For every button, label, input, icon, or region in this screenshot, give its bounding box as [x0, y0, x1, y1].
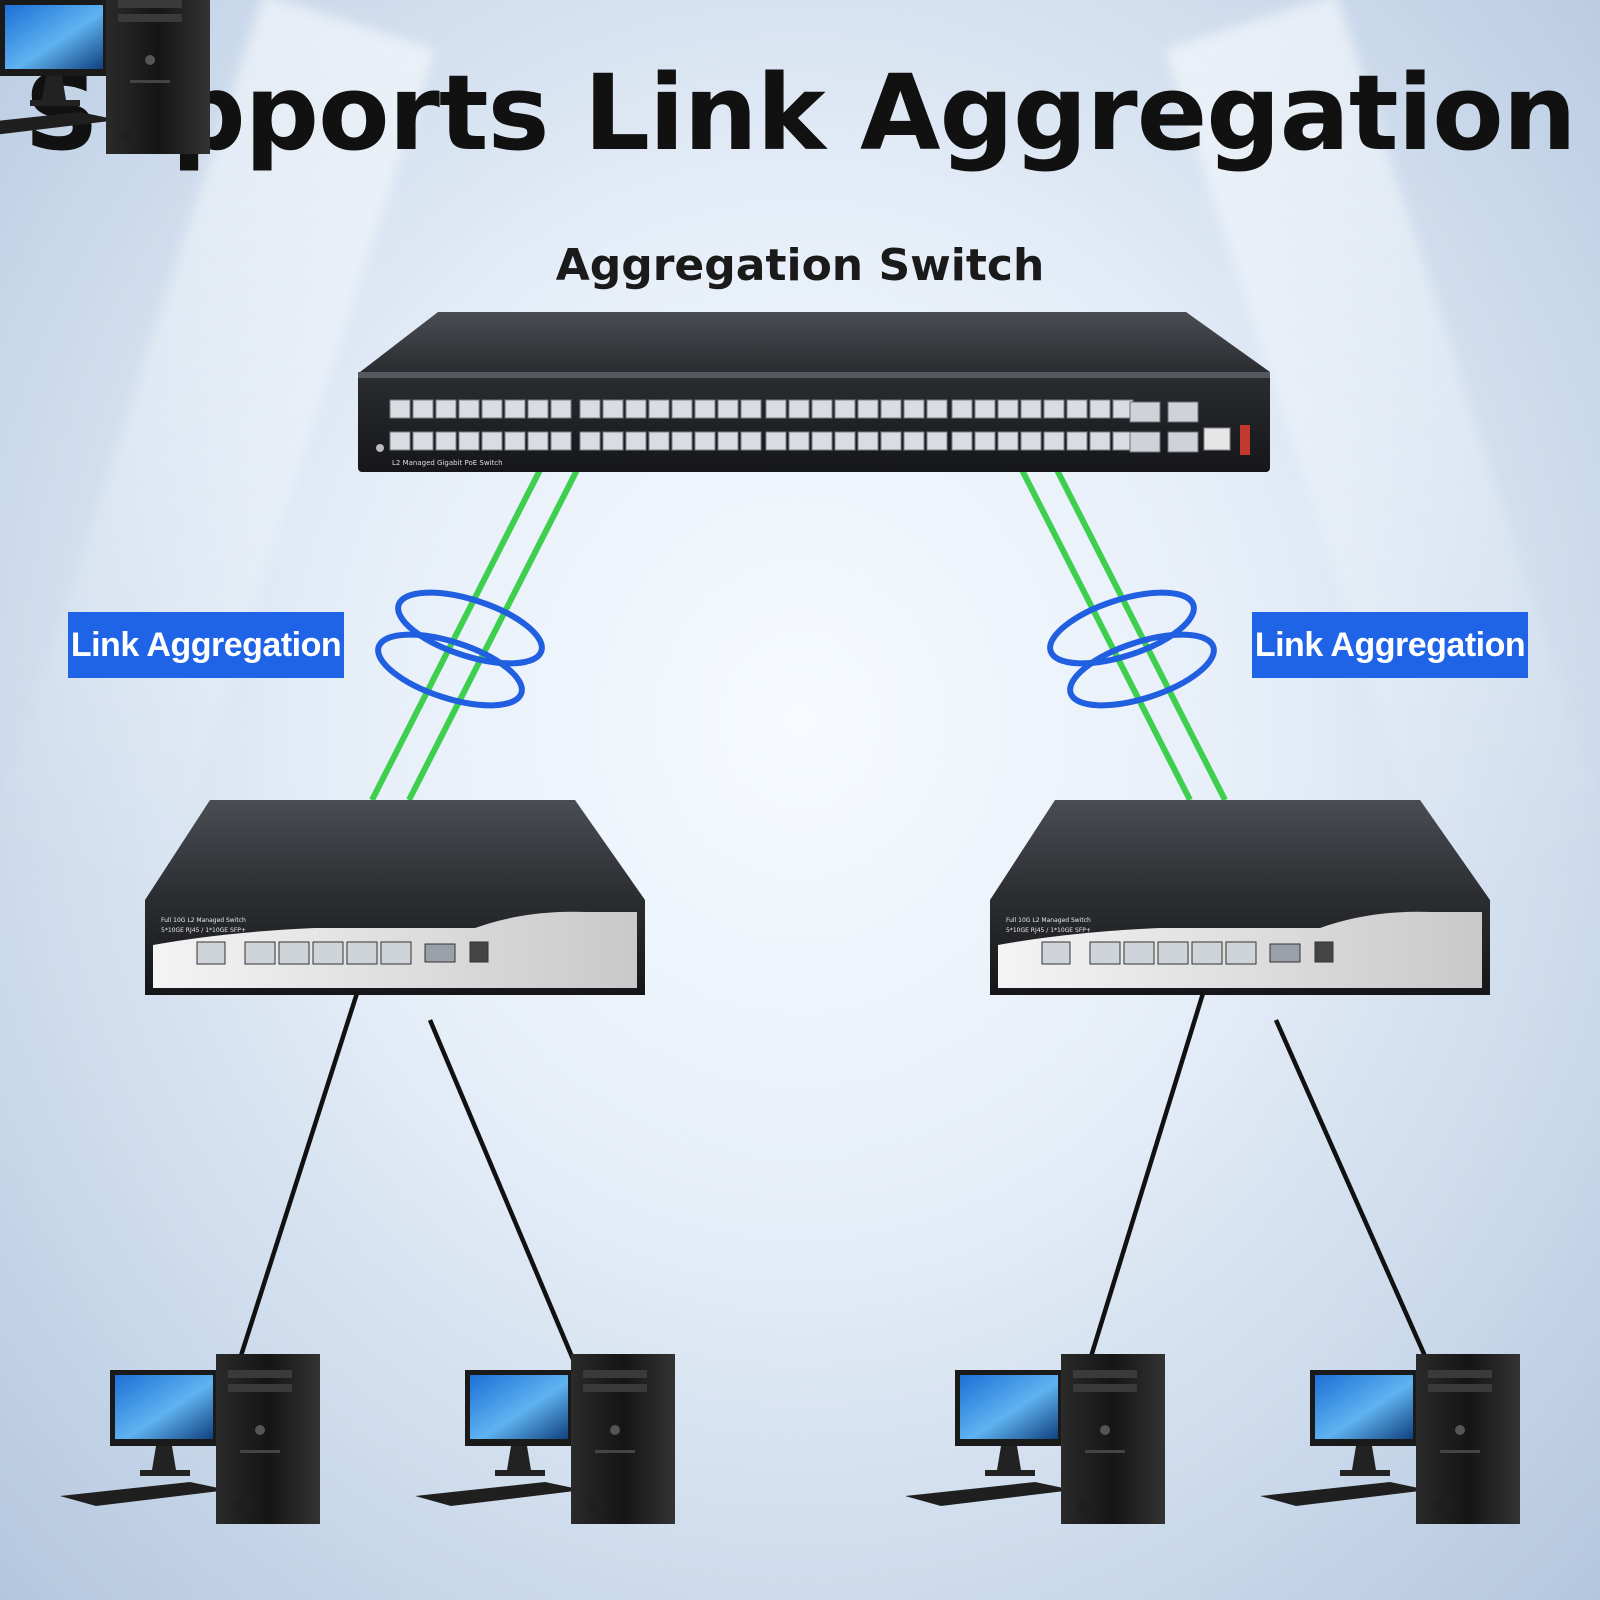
ring-right-upper [1047, 589, 1197, 667]
aggregation-switch-label: Aggregation Switch [555, 240, 1045, 291]
link-right-1 [1019, 468, 1193, 802]
desktop-computer-icon [0, 0, 210, 154]
access-switch-left-line1: Full 10G L2 Managed Switch [161, 917, 246, 924]
cable-pc1 [219, 989, 361, 1416]
aggregated-links [369, 468, 1228, 802]
ring-right-lower [1067, 631, 1217, 709]
cable-pc2 [427, 1019, 589, 1391]
pc-cables [219, 989, 1443, 1416]
page-title: Supports Link Aggregation [24, 52, 1576, 174]
aggregation-switch-icon: L2 Managed Gigabit PoE Switch [358, 312, 1270, 472]
access-switch-icon: Full 10G L2 Managed Switch 5*10GE RJ45 /… [990, 800, 1490, 995]
access-switch-left-line2: 5*10GE RJ45 / 1*10GE SFP+ [161, 927, 246, 934]
cable-pc3 [1070, 989, 1207, 1416]
link-left-1 [369, 468, 543, 802]
access-switch-right-line1: Full 10G L2 Managed Switch [1006, 917, 1091, 924]
ring-left-lower [375, 631, 525, 709]
link-left-2 [406, 468, 580, 802]
link-aggregation-label-left: Link Aggregation [68, 612, 344, 678]
aggregation-switch-model: L2 Managed Gigabit PoE Switch [392, 459, 503, 467]
link-right-2 [1054, 468, 1228, 802]
aggregation-rings [375, 589, 1217, 709]
link-aggregation-label-right: Link Aggregation [1252, 612, 1528, 678]
access-switch-right-line2: 5*10GE RJ45 / 1*10GE SFP+ [1006, 927, 1091, 934]
access-switch-icon: Full 10G L2 Managed Switch 5*10GE RJ45 /… [145, 800, 645, 995]
cable-pc4 [1273, 1019, 1443, 1391]
ring-left-upper [395, 589, 545, 667]
